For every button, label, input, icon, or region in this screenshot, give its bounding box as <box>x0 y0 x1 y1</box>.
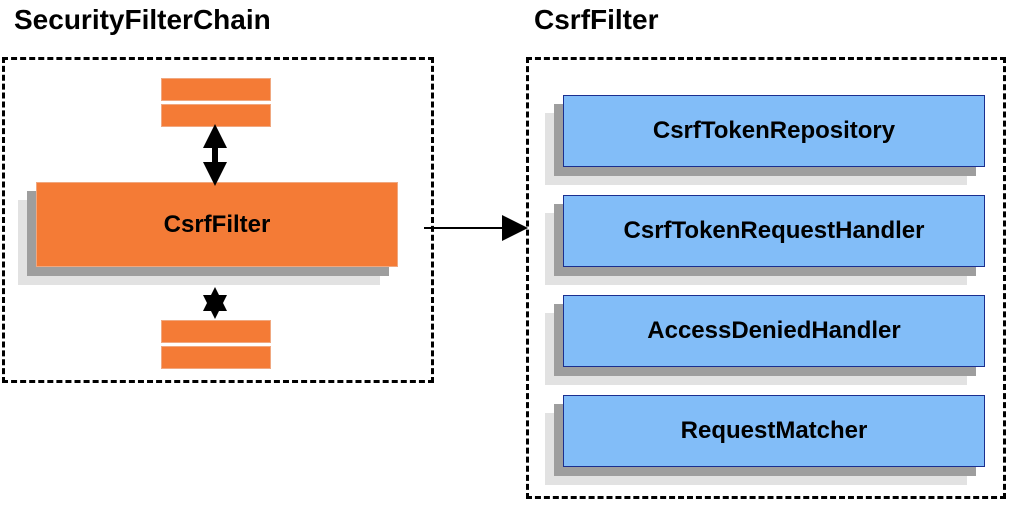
csrf-filter-container <box>526 57 1006 499</box>
section-title-security-filter-chain: SecurityFilterChain <box>14 4 271 35</box>
component-box-face: CsrfTokenRequestHandler <box>563 195 985 267</box>
arrow-left-to-right <box>424 215 528 241</box>
component-box-request-matcher[interactable]: RequestMatcher <box>545 395 985 485</box>
component-label-csrf-token-repository: CsrfTokenRepository <box>652 117 896 144</box>
section-title-csrf-filter: CsrfFilter <box>534 4 659 35</box>
component-box-access-denied-handler[interactable]: AccessDeniedHandler <box>545 295 985 385</box>
filter-bar-above-2 <box>161 104 271 127</box>
component-box-csrf-token-request-handler[interactable]: CsrfTokenRequestHandler <box>545 195 985 285</box>
csrf-filter-box-label: CsrfFilter <box>163 210 271 238</box>
filter-bar-above-1 <box>161 78 271 101</box>
filter-bar-below-1 <box>161 320 271 343</box>
csrf-filter-box[interactable]: CsrfFilter <box>18 182 398 285</box>
filter-bar-below-2 <box>161 346 271 369</box>
security-filter-chain-container <box>2 57 434 383</box>
component-box-face: AccessDeniedHandler <box>563 295 985 367</box>
component-box-csrf-token-repository[interactable]: CsrfTokenRepository <box>545 95 985 185</box>
component-label-request-matcher: RequestMatcher <box>680 417 868 444</box>
component-box-face: RequestMatcher <box>563 395 985 467</box>
csrf-filter-box-face: CsrfFilter <box>36 182 398 267</box>
component-label-csrf-token-request-handler: CsrfTokenRequestHandler <box>623 217 925 244</box>
component-label-access-denied-handler: AccessDeniedHandler <box>647 317 901 344</box>
component-box-face: CsrfTokenRepository <box>563 95 985 167</box>
